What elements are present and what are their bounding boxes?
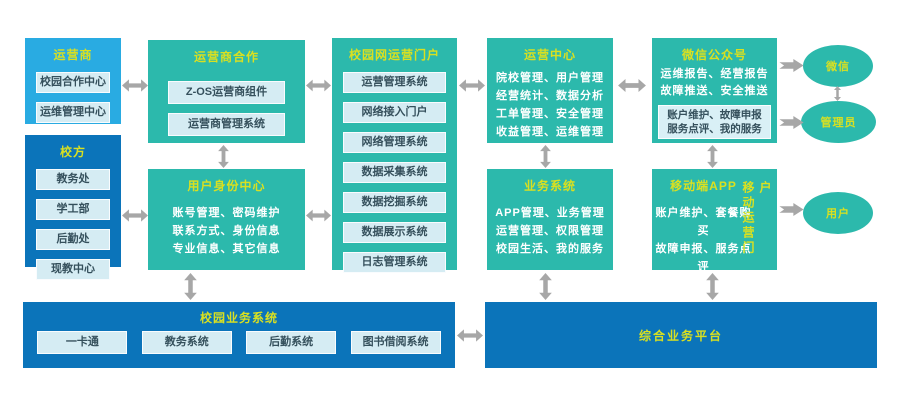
mobile-app-title: 移动端APP xyxy=(670,179,737,193)
business-system-line: 运营管理、权限管理 xyxy=(496,225,604,237)
portal-item: 网络接入门户 xyxy=(343,102,446,123)
portal-item: 数据挖掘系统 xyxy=(343,192,446,213)
operator-item: 运维管理中心 xyxy=(36,102,110,123)
business-system-box: 业务系统 APP管理、业务管理 运营管理、权限管理 校园生活、我的服务 xyxy=(487,169,613,270)
operator-coop-item: Z-OS运营商组件 xyxy=(168,81,285,104)
school-item: 后勤处 xyxy=(36,229,110,250)
wechat-ellipse-label: 微信 xyxy=(826,61,850,73)
portal-item: 日志管理系统 xyxy=(343,252,446,273)
arrow-school-identity xyxy=(122,209,148,222)
campus-business-item: 一卡通 xyxy=(37,331,128,354)
user-ellipse: 用户 xyxy=(803,192,873,234)
identity-center-title: 用户身份中心 xyxy=(187,179,266,193)
arrow-wechatpub-mobileapp xyxy=(707,145,718,168)
wechat-subbox-line: 服务点评、我的服务 xyxy=(667,123,762,135)
integrated-platform-title: 综合业务平台 xyxy=(638,328,723,343)
campus-portal-title: 校园网运营门户 xyxy=(348,48,440,62)
wechat-official-title: 微信公众号 xyxy=(681,48,747,62)
user-ellipse-label: 用户 xyxy=(826,208,850,220)
arrow-subbox-admin xyxy=(779,116,804,129)
wechat-official-line: 运维报告、经营报告 xyxy=(660,68,769,80)
operation-center-line: 收益管理、运维管理 xyxy=(496,126,604,138)
operator-coop-item: 运营商管理系统 xyxy=(168,113,285,136)
campus-portal-box: 校园网运营门户 运营管理系统 网络接入门户 网络管理系统 数据采集系统 数据挖掘… xyxy=(332,38,457,273)
portal-item: 数据展示系统 xyxy=(343,222,446,243)
arrow-bizsys-platform xyxy=(539,273,552,300)
school-item: 现教中心 xyxy=(36,259,110,280)
arrow-opcenter-bizsys xyxy=(540,145,551,168)
mobile-app-box: 移动端APP 账户维护、套餐购买 故障申报、服务点评 校园生活、我的服务 移动运… xyxy=(652,169,777,309)
portal-item: 数据采集系统 xyxy=(343,162,446,183)
identity-line: 联系方式、身份信息 xyxy=(172,225,281,237)
operator-coop-title: 运营商合作 xyxy=(193,50,259,64)
business-system-title: 业务系统 xyxy=(523,179,576,193)
campus-business-item: 后勤系统 xyxy=(246,331,337,354)
mobile-app-line: 账户维护、套餐购买 xyxy=(655,207,752,237)
identity-center-box: 用户身份中心 账号管理、密码维护 联系方式、身份信息 专业信息、其它信息 xyxy=(148,169,305,270)
school-item: 学工部 xyxy=(36,199,110,220)
arrow-wechatpub-wechat xyxy=(779,59,804,72)
operation-center-title: 运营中心 xyxy=(523,48,576,62)
operation-center-line: 工单管理、安全管理 xyxy=(496,108,604,120)
campus-business-item: 图书借阅系统 xyxy=(350,331,441,354)
arrow-identity-portal xyxy=(306,209,331,222)
wechat-ellipse: 微信 xyxy=(803,45,873,87)
arrow-identity-campusbiz xyxy=(184,273,197,300)
mobile-app-line: 故障申报、服务点评 xyxy=(655,243,752,273)
campus-business-item: 教务系统 xyxy=(141,331,232,354)
wechat-subbox-line: 账户维护、故障申报 xyxy=(667,109,762,121)
school-title: 校方 xyxy=(59,145,86,159)
arrow-portal-opcenter xyxy=(459,79,485,92)
wechat-official-box: 微信公众号 运维报告、经营报告 故障推送、安全推送 账户维护、故障申报 服务点评… xyxy=(652,38,777,143)
operator-coop-box: 运营商合作 Z-OS运营商组件 运营商管理系统 xyxy=(148,40,305,143)
arrow-opcenter-wechatpub xyxy=(618,79,646,92)
identity-line: 专业信息、其它信息 xyxy=(172,243,281,255)
campus-business-title: 校园业务系统 xyxy=(199,311,278,325)
campus-business-box: 校园业务系统 一卡通 教务系统 后勤系统 图书借阅系统 xyxy=(23,302,455,368)
operation-center-box: 运营中心 院校管理、用户管理 经营统计、数据分析 工单管理、安全管理 收益管理、… xyxy=(487,38,613,143)
arrow-opcoop-identity xyxy=(218,145,229,168)
wechat-official-line: 故障推送、安全推送 xyxy=(660,85,769,97)
operator-title: 运营商 xyxy=(53,48,93,62)
business-system-line: APP管理、业务管理 xyxy=(495,207,605,219)
arrow-mobileapp-user xyxy=(779,203,804,216)
mobile-portal-vertical-label: 移动运营门户 xyxy=(741,181,772,256)
school-box: 校方 教务处 学工部 后勤处 现教中心 xyxy=(25,135,121,280)
arrow-campusbiz-platform xyxy=(457,329,483,342)
identity-line: 账号管理、密码维护 xyxy=(172,207,281,219)
school-item: 教务处 xyxy=(36,169,110,190)
integrated-platform-box: 综合业务平台 xyxy=(485,302,877,368)
operator-box: 运营商 校园合作中心 运维管理中心 xyxy=(25,38,121,124)
operation-center-line: 院校管理、用户管理 xyxy=(496,72,604,84)
business-system-line: 校园生活、我的服务 xyxy=(496,243,604,255)
arrow-wechat-admin xyxy=(834,86,841,101)
arrow-opcoop-portal xyxy=(306,79,331,92)
portal-item: 网络管理系统 xyxy=(343,132,446,153)
admin-ellipse: 管理员 xyxy=(801,101,876,143)
operator-item: 校园合作中心 xyxy=(36,72,110,93)
admin-ellipse-label: 管理员 xyxy=(820,117,857,129)
arrow-operator-opcoop xyxy=(122,79,148,92)
operation-center-line: 经营统计、数据分析 xyxy=(496,90,604,102)
wechat-official-subbox: 账户维护、故障申报 服务点评、我的服务 xyxy=(658,105,771,139)
portal-item: 运营管理系统 xyxy=(343,72,446,93)
